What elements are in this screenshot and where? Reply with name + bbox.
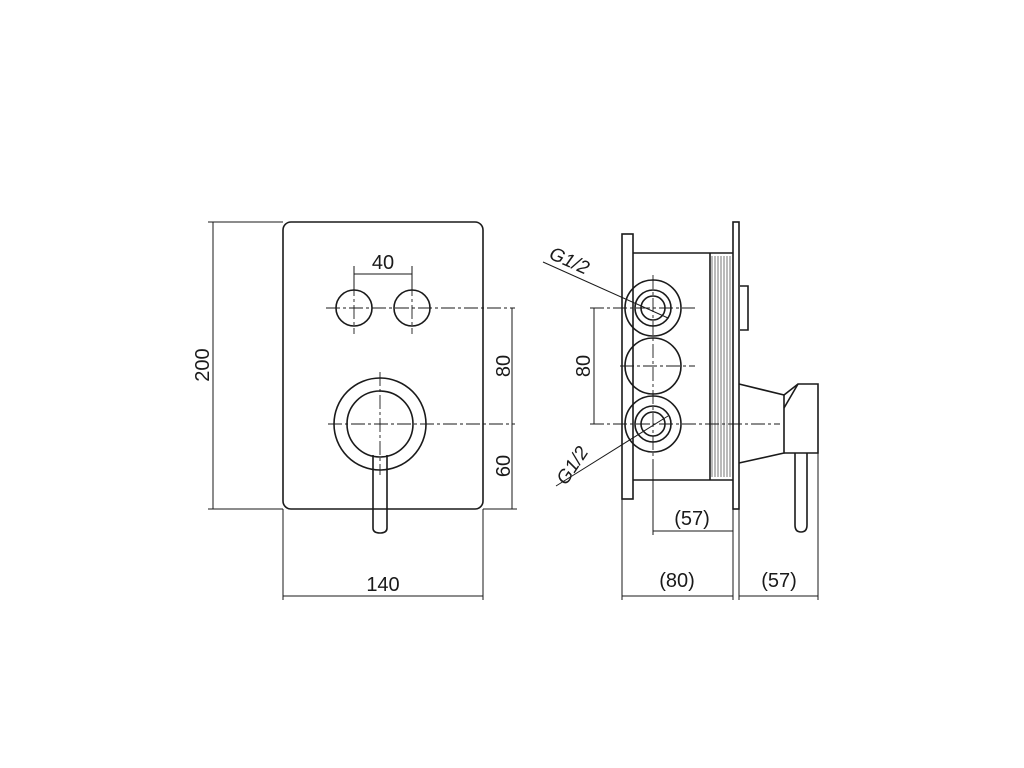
dim-height-label: 200 [192,348,214,381]
thread-leader-bottom [555,415,669,487]
mounting-flange [621,233,634,500]
thread-label-bottom: G1/2 [553,443,594,489]
dim-button-spacing-label: 40 [372,252,394,274]
dim-handle-projection-label: (57) [761,570,797,592]
dim-height: 200 [192,221,283,510]
dim-inner-depth: (57) [652,460,734,600]
dim-ports-spacing: 80 [573,308,595,424]
dim-lever-to-bottom-label: 60 [493,455,515,477]
side-view: G1/2 G1/2 80 (57) (80) [542,221,819,600]
valve-body [633,252,733,481]
dim-width-label: 140 [366,574,399,596]
body-hatching [711,256,731,477]
dim-lever-to-bottom: 60 [483,424,517,510]
dim-buttons-to-lever: 80 [493,308,515,424]
cover-plate-side [732,221,740,510]
cover-plate [282,221,484,510]
dim-width: 140 [282,509,484,600]
dim-buttons-to-lever-label: 80 [493,355,515,377]
dim-body-depth: (80) [621,499,733,600]
dim-handle-projection: (57) [738,453,819,600]
dim-inner-depth-label: (57) [674,508,710,530]
dim-ports-spacing-label: 80 [573,355,595,377]
front-view: 40 200 80 60 140 [192,221,517,600]
dim-body-depth-label: (80) [659,570,695,592]
dim-button-spacing: 40 [353,252,413,290]
lever-handle [372,455,388,534]
thread-leader-top [542,261,669,319]
mixer-handle-side [738,383,819,533]
